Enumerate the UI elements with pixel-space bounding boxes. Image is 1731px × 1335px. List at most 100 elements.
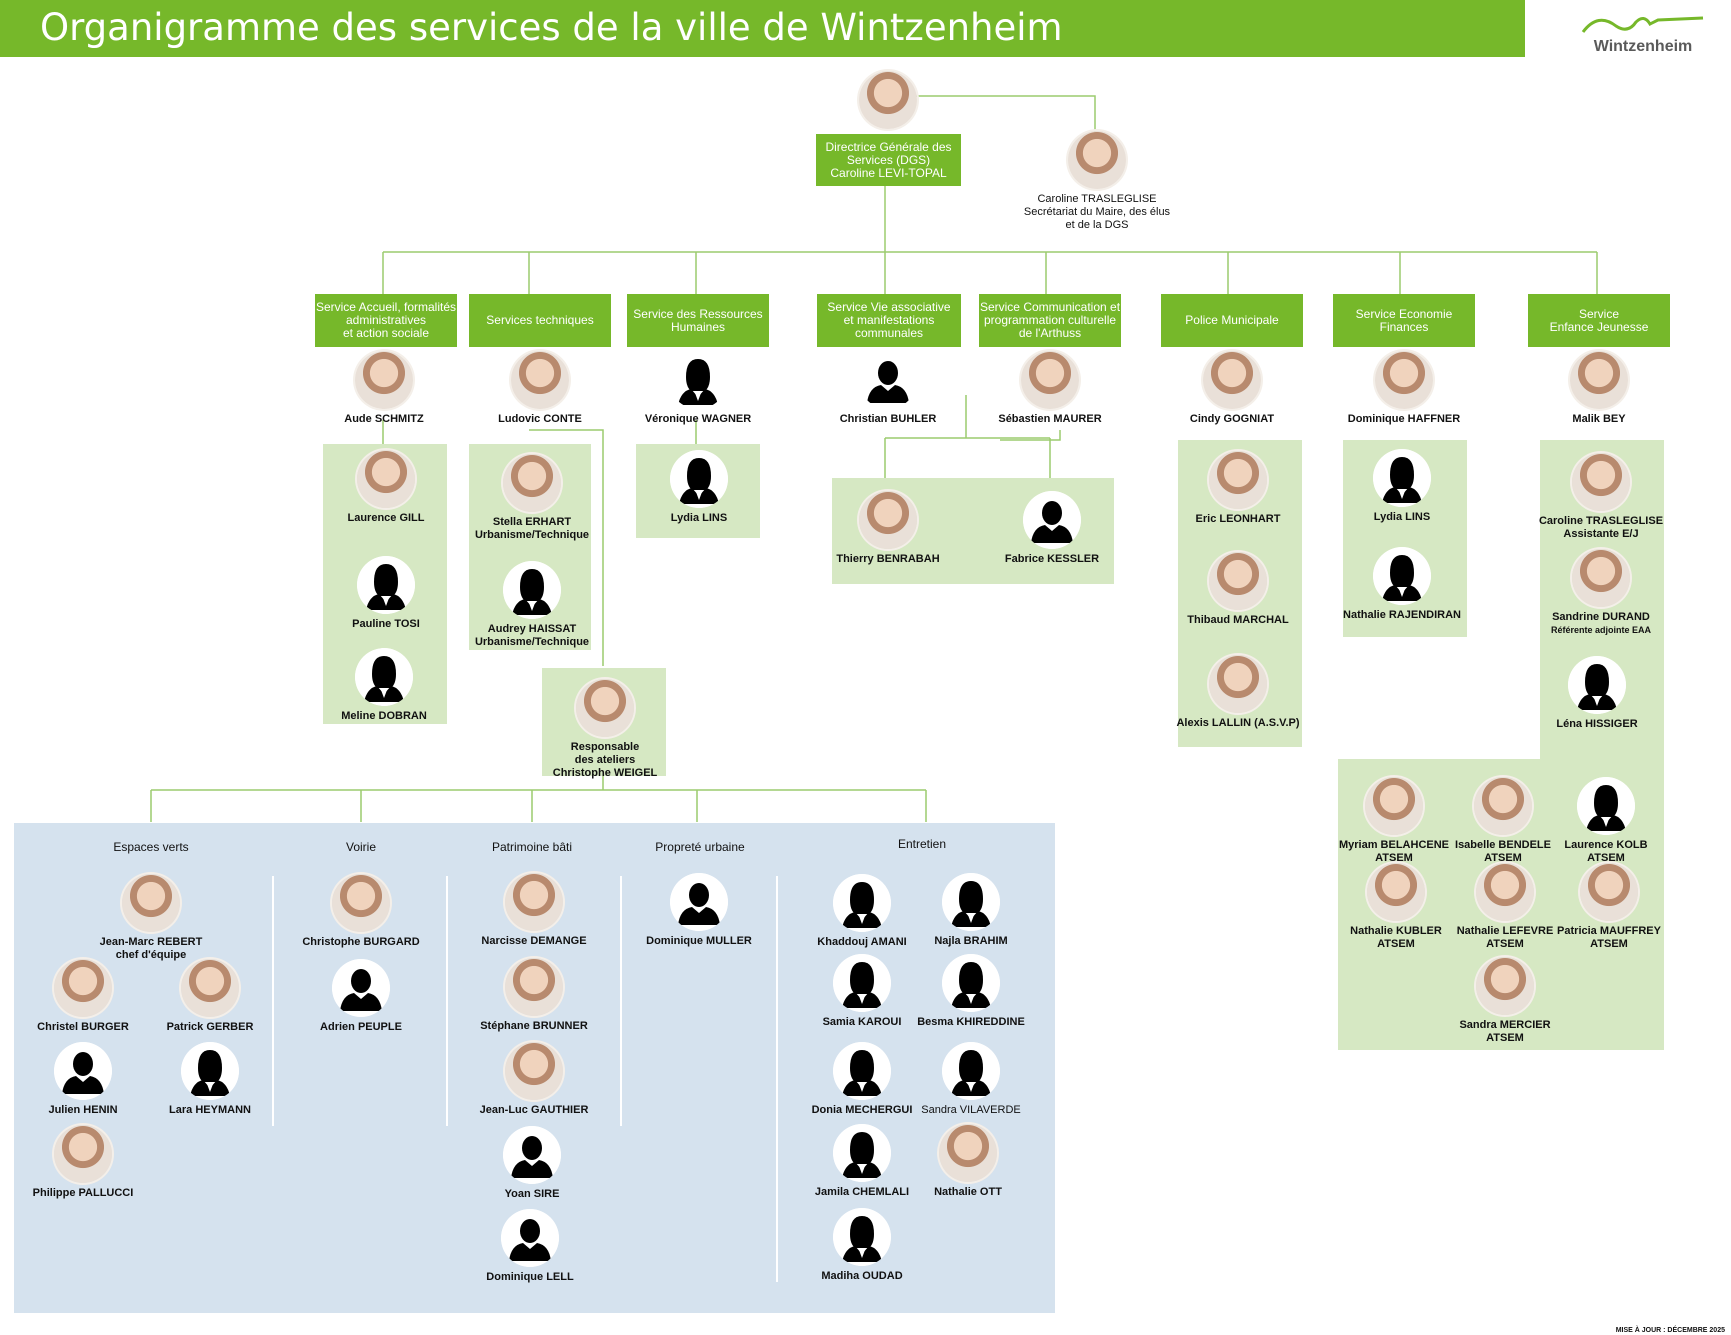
patrimoine-member-1-photo-icon	[505, 958, 563, 1016]
espaces-verts-member-1-name: Christel BURGER	[37, 1021, 129, 1033]
patrimoine-member-1-name: Stéphane BRUNNER	[480, 1020, 588, 1032]
team-title-voirie: Voirie	[345, 840, 377, 854]
entretien-member-6-female-silhouette-icon	[833, 1124, 891, 1182]
entretien-member-0-name: Khaddouj AMANI	[817, 936, 907, 948]
rh-member-0-female-silhouette-icon	[670, 450, 728, 508]
atsem-0-name: Myriam BELAHCENE ATSEM	[1338, 839, 1450, 864]
communication-member-0-name: Thierry BENRABAH	[836, 553, 940, 565]
entretien-member-5-female-silhouette-icon	[942, 1042, 1000, 1100]
service-box-3: Service Vie associative et manifestation…	[817, 294, 961, 347]
accueil-member-2-name: Meline DOBRAN	[341, 710, 427, 722]
voirie-member-1-male-silhouette-icon	[332, 959, 390, 1017]
team-title-patrimoine: Patrimoine bâti	[491, 840, 573, 854]
title-banner: Organigramme des services de la ville de…	[0, 0, 1525, 57]
service-box-0: Service Accueil, formalités administrati…	[315, 294, 457, 347]
entretien-member-4-female-silhouette-icon	[833, 1042, 891, 1100]
atsem-3-photo-icon	[1367, 863, 1425, 921]
espaces-verts-member-4-name: Lara HEYMANN	[169, 1104, 251, 1116]
accueil-member-0-name: Laurence GILL	[347, 512, 425, 524]
team-separator	[272, 876, 274, 1126]
entretien-member-3-female-silhouette-icon	[942, 954, 1000, 1012]
proprete-member-0-male-silhouette-icon	[670, 873, 728, 931]
patrimoine-member-2-photo-icon	[505, 1042, 563, 1100]
communication-member-1-name: Fabrice KESSLER	[1004, 553, 1100, 565]
espaces-verts-member-3-male-silhouette-icon	[54, 1042, 112, 1100]
entretien-member-7-photo-icon	[939, 1124, 997, 1182]
espaces-verts-member-1-photo-icon	[54, 959, 112, 1017]
atsem-2-name: Laurence KOLB ATSEM	[1564, 839, 1648, 864]
service-box-2: Service des Ressources Humaines	[627, 294, 769, 347]
techniques-member-0-photo-icon	[503, 454, 561, 512]
entretien-member-4-name: Donia MECHERGUI	[811, 1104, 913, 1116]
patrimoine-member-3-male-silhouette-icon	[503, 1126, 561, 1184]
atsem-4-photo-icon	[1476, 863, 1534, 921]
voirie-member-0-photo-icon	[332, 874, 390, 932]
update-date: MISE À JOUR : DÉCEMBRE 2025	[1615, 1327, 1725, 1334]
police-member-1-name: Thibaud MARCHAL	[1187, 614, 1289, 626]
team-title-espaces_verts: Espaces verts	[113, 840, 189, 854]
accueil-member-1-female-silhouette-icon	[357, 556, 415, 614]
dgs-portrait-photo-icon	[859, 71, 917, 129]
wintzenheim-logo: Wintzenheim	[1578, 10, 1708, 60]
dgs-box: Directrice Générale des Services (DGS) C…	[816, 134, 961, 186]
techniques-member-1-name: Audrey HAISSAT Urbanisme/Technique	[474, 623, 590, 648]
entretien-member-6-name: Jamila CHEMLALI	[814, 1186, 910, 1198]
enfance-member-0-photo-icon	[1572, 453, 1630, 511]
service-head-6-name: Dominique HAFFNER	[1347, 413, 1461, 425]
entretien-member-3-name: Besma KHIREDDINE	[917, 1016, 1025, 1028]
finances-member-1-female-silhouette-icon	[1373, 547, 1431, 605]
accueil-member-0-photo-icon	[357, 450, 415, 508]
service-head-7-photo-icon	[1570, 351, 1628, 409]
voirie-member-0-name: Christophe BURGARD	[302, 936, 420, 948]
espaces-verts-member-5-name: Philippe PALLUCCI	[32, 1187, 134, 1199]
espaces-verts-member-2-name: Patrick GERBER	[166, 1021, 254, 1033]
team-title-entretien: Entretien	[897, 837, 947, 851]
service-head-5-photo-icon	[1203, 351, 1261, 409]
service-head-1-name: Ludovic CONTE	[498, 413, 582, 425]
service-head-7-name: Malik BEY	[1572, 413, 1626, 425]
entretien-member-1-name: Najla BRAHIM	[934, 935, 1008, 947]
finances-member-1-name: Nathalie RAJENDIRAN	[1343, 609, 1461, 621]
espaces-verts-member-4-female-silhouette-icon	[181, 1042, 239, 1100]
service-head-0-name: Aude SCHMITZ	[344, 413, 424, 425]
espaces-verts-member-2-photo-icon	[181, 959, 239, 1017]
service-box-4: Service Communication et programmation c…	[979, 294, 1121, 347]
espaces-verts-member-5-photo-icon	[54, 1125, 112, 1183]
ateliers-head-photo-icon	[576, 679, 634, 737]
atsem-5-name: Patricia MAUFFREY ATSEM	[1557, 925, 1661, 950]
communication-member-0-photo-icon	[859, 491, 917, 549]
atsem-0-photo-icon	[1365, 777, 1423, 835]
entretien-member-1-female-silhouette-icon	[942, 873, 1000, 931]
team-separator	[776, 876, 778, 1282]
service-head-3-male-silhouette-icon	[859, 351, 917, 409]
entretien-member-7-name: Nathalie OTT	[934, 1186, 1002, 1198]
accueil-member-2-female-silhouette-icon	[355, 648, 413, 706]
service-head-0-photo-icon	[355, 351, 413, 409]
secretariat-photo-icon	[1068, 131, 1126, 189]
logo-text: Wintzenheim	[1593, 38, 1693, 55]
service-box-5: Police Municipale	[1161, 294, 1303, 347]
entretien-member-0-female-silhouette-icon	[833, 874, 891, 932]
finances-member-0-female-silhouette-icon	[1373, 449, 1431, 507]
service-head-3-name: Christian BUHLER	[839, 413, 937, 425]
atsem-6-name: Sandra MERCIER ATSEM	[1459, 1019, 1551, 1044]
rh-member-0-name: Lydia LINS	[670, 512, 728, 524]
entretien-member-8-female-silhouette-icon	[833, 1208, 891, 1266]
police-member-0-name: Eric LEONHART	[1195, 513, 1281, 525]
espaces-verts-member-3-name: Julien HENIN	[48, 1104, 118, 1116]
service-head-4-photo-icon	[1021, 351, 1079, 409]
entretien-member-2-name: Samia KAROUI	[822, 1016, 902, 1028]
espaces-verts-member-0-name: Jean-Marc REBERT chef d'équipe	[99, 936, 203, 961]
service-box-6: Service Economie Finances	[1333, 294, 1475, 347]
secretariat-name: Caroline TRASLEGLISE Secrétariat du Mair…	[1023, 193, 1171, 231]
atsem-1-name: Isabelle BENDELE ATSEM	[1455, 839, 1551, 864]
patrimoine-member-4-name: Dominique LELL	[486, 1271, 574, 1283]
patrimoine-member-4-male-silhouette-icon	[501, 1209, 559, 1267]
police-member-2-name: Alexis LALLIN (A.S.V.P)	[1176, 717, 1300, 729]
finances-member-0-name: Lydia LINS	[1373, 511, 1431, 523]
patrimoine-member-0-name: Narcisse DEMANGE	[481, 935, 587, 947]
patrimoine-member-2-name: Jean-Luc GAUTHIER	[479, 1104, 589, 1116]
team-title-proprete: Propreté urbaine	[655, 840, 745, 854]
enfance-member-2-female-silhouette-icon	[1568, 656, 1626, 714]
